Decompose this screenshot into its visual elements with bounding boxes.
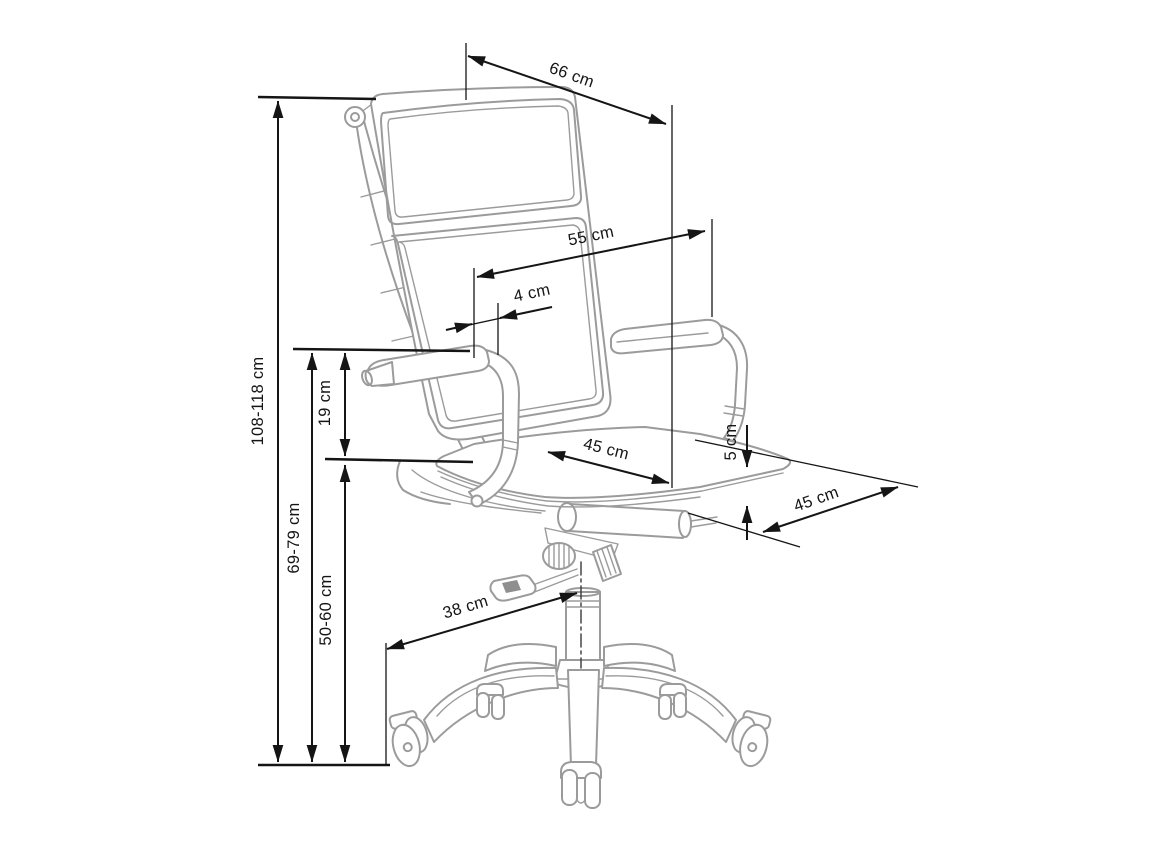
dimension-label-38cm: 38 cm [441,592,491,622]
dimension-total-height: 108-118 cm [249,100,284,763]
right-armrest [610,318,749,461]
caster-rear-right [658,683,687,720]
dimension-armrest-height: 69-79 cm [285,352,318,763]
base [388,561,772,809]
dimension-seat-height: 50-60 cm [317,464,351,763]
caster-front [560,761,602,809]
spine-roller [344,106,366,128]
left-armrest [361,344,520,508]
dimension-armrest-to-seat: 19 cm [316,352,351,457]
backrest [370,86,612,441]
dimension-label-50-60cm: 50-60 cm [317,574,335,645]
tension-knob [542,542,576,570]
dimension-seat-depth: 45 cm [762,483,899,533]
dimension-backrest-width: 55 cm [476,223,706,279]
base-arm-right [601,666,737,743]
dimension-label-69-79cm: 69-79 cm [285,502,303,573]
base-arm-left [423,666,559,743]
ref-line-top [257,95,377,101]
base-arm-front [567,669,600,767]
caster-rear-left [476,683,505,720]
ref-line-armrest-level [292,347,471,353]
gas-cylinder [565,591,601,661]
caster-right [731,710,772,768]
seat-rail-end [557,502,577,532]
dimension-label-seat-depth-45cm: 45 cm [791,483,841,515]
caster-left [388,710,429,768]
dimension-label-108-118cm: 108-118 cm [249,357,267,446]
dimension-cushion-thickness: 5 cm [722,424,753,540]
dimension-base-leg-reach: 38 cm [386,592,578,650]
dimension-label-19cm: 19 cm [316,380,334,426]
base-arm-rear-right [603,642,676,672]
ref-line-seat-level [324,457,474,464]
tilt-lock-lever [592,544,622,582]
dimension-label-5cm: 5 cm [722,424,740,461]
